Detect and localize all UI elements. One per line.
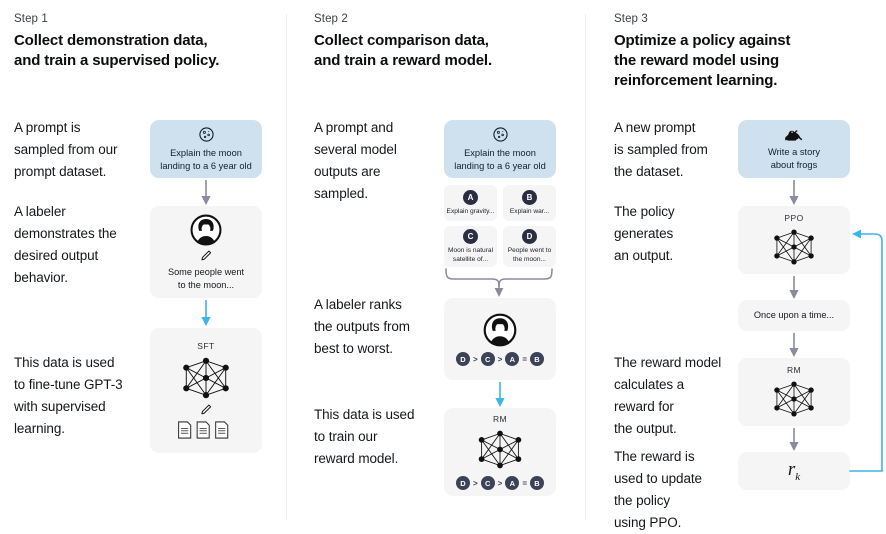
step-3-rm-card[interactable]: RM [738,358,850,426]
rm-rank-op-1: > [472,478,478,488]
step-3-prompt-text: Write a story about frogs [767,147,820,170]
step-2-rm-ranking-row: D > C > A = B [455,476,544,490]
rank-op-1: > [472,354,478,364]
step-2-prompt-text: Explain the moon landing to a 6 year old [454,147,546,171]
step-3-rm-caption: RM [786,364,802,375]
step-2-rm-card[interactable]: RM [444,408,556,496]
step-2-output-card-b[interactable]: B Explain war... [503,185,556,221]
step-1-sft-card[interactable]: SFT [150,328,262,453]
rm-rank-op-3: = [522,478,527,488]
brace-outputs-to-ranking [442,268,560,298]
step-3-output-text: Once upon a time... [753,310,835,321]
neural-network-icon [472,427,528,472]
step-1-demonstration-card[interactable]: Some people went to the moon... [150,206,262,298]
arrow-prompt-to-demo [198,180,214,206]
step-1-paragraph-1: A prompt is sampled from our prompt data… [14,120,118,179]
step-2-output-card-d[interactable]: D People went to the moon... [503,226,556,267]
output-badge-c: C [463,228,478,244]
step-3-paragraph-3: The reward model calculates a reward for… [614,355,722,436]
step-3-column: Step 3 Optimize a policy against the rew… [600,0,886,534]
neural-network-icon [768,226,820,268]
step-1-prompt-card[interactable]: Explain the moon landing to a 6 year old [150,120,262,178]
rm-rank-pill-b: B [530,476,544,490]
neural-network-icon [768,378,820,420]
rm-rank-pill-a: A [505,476,520,490]
loop-reward-to-ppo [848,228,886,476]
moon-icon [492,126,509,143]
rank-pill-c: C [480,352,495,366]
rm-rank-pill-d: D [455,476,470,490]
rank-op-3: = [522,354,527,364]
rank-pill-b: B [530,352,544,366]
arrow-prompt-to-ppo [786,180,802,206]
column-divider-2 [585,14,586,520]
step-3-label: Step 3 [614,13,648,25]
step-1-title: Collect demonstration data, and train a … [14,32,220,69]
step-2-paragraph-3: This data is used to train our reward mo… [314,407,415,466]
step-2-paragraph-1: A prompt and several model outputs are s… [314,120,397,201]
rm-rank-pill-c: C [480,476,495,490]
step-1-paragraph-3: This data is used to fine-tune GPT-3 wit… [14,355,123,436]
arrow-ppo-to-output [786,276,802,300]
arrow-demo-to-sft [198,300,214,327]
step-1-paragraph-2: A labeler demonstrates the desired outpu… [14,204,117,285]
labeler-icon [482,312,518,348]
step-3-output-card[interactable]: Once upon a time... [738,300,850,331]
output-text-c: Moon is natural satellite of... [447,246,494,263]
pencil-icon [199,249,213,263]
arrow-rm-to-reward [786,428,802,452]
step-2-output-card-c[interactable]: C Moon is natural satellite of... [444,226,497,267]
step-3-ppo-caption: PPO [784,212,804,223]
step-1-column: Step 1 Collect demonstration data, and t… [0,0,286,534]
step-2-label: Step 2 [314,13,348,25]
arrow-output-to-rm [786,333,802,358]
step-3-paragraph-4: The reward is used to update the policy … [614,449,702,530]
column-divider-1 [286,14,287,520]
step-2-prompt-card[interactable]: Explain the moon landing to a 6 year old [444,120,556,178]
step-1-sft-caption: SFT [197,341,215,351]
rank-pill-d: D [455,352,470,366]
step-2-paragraph-2: A labeler ranks the outputs from best to… [314,297,410,356]
step-2-rm-caption: RM [492,414,508,424]
arrow-ranking-to-rm [492,382,508,408]
output-text-d: People went to the moon... [507,246,552,263]
moon-icon [198,126,215,143]
step-1-demonstration-text: Some people went to the moon... [167,266,245,290]
output-badge-a: A [463,189,478,205]
step-2-output-card-a[interactable]: A Explain gravity... [444,185,497,221]
step-3-title: Optimize a policy against the reward mod… [614,32,791,89]
output-badge-d: D [522,228,537,244]
output-badge-b: B [522,189,537,205]
output-text-a: Explain gravity... [446,207,495,215]
step-2-ranking-card[interactable]: D > C > A = B [444,298,556,380]
step-3-reward-card[interactable]: rk [738,452,850,490]
step-1-prompt-text: Explain the moon landing to a 6 year old [160,147,252,171]
step-3-paragraph-1: A new prompt is sampled from the dataset… [614,120,708,179]
step-2-ranking-row: D > C > A = B [455,352,544,366]
labeler-icon [189,213,223,247]
rm-rank-op-2: > [497,478,503,488]
step-1-label: Step 1 [14,13,48,25]
rank-op-2: > [497,354,503,364]
pencil-icon [199,403,213,417]
step-3-paragraph-2: The policy generates an output. [614,204,675,263]
frog-icon [783,126,805,142]
step-2-column: Step 2 Collect comparison data, and trai… [300,0,586,534]
rank-pill-a: A [505,352,520,366]
neural-network-icon [176,354,236,402]
output-text-b: Explain war... [509,207,550,215]
documents-icon [177,420,235,440]
step-3-ppo-card[interactable]: PPO [738,206,850,274]
step-3-prompt-card[interactable]: Write a story about frogs [738,120,850,178]
step-2-title: Collect comparison data, and train a rew… [314,32,492,69]
step-3-reward-symbol: rk [787,459,801,483]
